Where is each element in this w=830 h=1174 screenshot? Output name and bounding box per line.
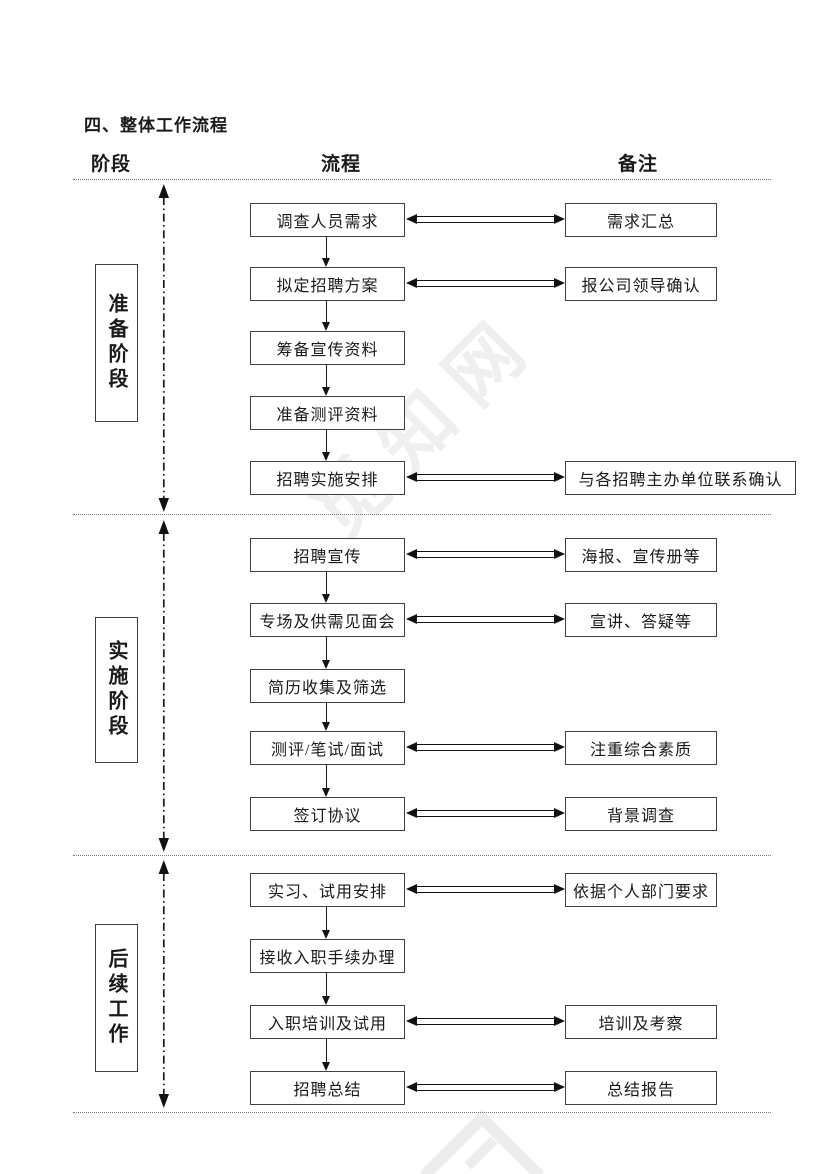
flow-down-arrow-icon — [321, 907, 330, 939]
flow-step: 筹备宣传资料 — [250, 331, 405, 365]
flow-down-arrow-icon — [321, 1039, 330, 1071]
flow-step: 签订协议 — [250, 797, 405, 831]
note-box: 宣讲、答疑等 — [565, 603, 717, 637]
note-box: 报公司领导确认 — [565, 267, 717, 301]
flow-down-arrow-icon — [321, 430, 330, 461]
flow-step: 招聘实施安排 — [250, 461, 405, 495]
stage-label-implementation: 实施阶段 — [95, 617, 138, 763]
flow-step: 招聘宣传 — [250, 538, 405, 572]
bidirectional-arrow-icon — [406, 549, 565, 559]
note-box: 培训及考察 — [565, 1005, 717, 1039]
flow-step: 测评/笔试/面试 — [250, 731, 405, 765]
section-divider — [73, 179, 771, 180]
flow-down-arrow-icon — [321, 572, 330, 603]
flow-down-arrow-icon — [321, 301, 330, 331]
flow-step: 专场及供需见面会 — [250, 603, 405, 637]
flow-down-arrow-icon — [321, 765, 330, 797]
flow-step: 简历收集及筛选 — [250, 669, 405, 703]
bidirectional-arrow-icon — [406, 214, 565, 224]
bidirectional-arrow-icon — [406, 1016, 565, 1026]
flow-step: 实习、试用安排 — [250, 873, 405, 907]
column-header-stage: 阶段 — [90, 154, 131, 175]
note-box: 依据个人部门要求 — [565, 873, 717, 907]
flow-down-arrow-icon — [321, 703, 330, 731]
stage-label-preparation: 准备阶段 — [95, 264, 138, 422]
bidirectional-arrow-icon — [406, 1082, 565, 1092]
bidirectional-arrow-icon — [406, 808, 565, 818]
flow-down-arrow-icon — [321, 365, 330, 396]
bidirectional-arrow-icon — [406, 278, 565, 288]
section-divider — [73, 514, 771, 515]
bidirectional-arrow-icon — [406, 472, 565, 482]
column-header-note: 备注 — [617, 154, 658, 175]
note-box: 海报、宣传册等 — [565, 538, 717, 572]
flow-down-arrow-icon — [321, 973, 330, 1005]
flow-step: 拟定招聘方案 — [250, 267, 405, 301]
bidirectional-arrow-icon — [406, 614, 565, 624]
note-box: 注重综合素质 — [565, 731, 717, 765]
flow-step: 招聘总结 — [250, 1071, 405, 1105]
flow-step: 接收入职手续办理 — [250, 939, 405, 973]
note-box: 需求汇总 — [565, 203, 717, 237]
flow-step: 调查人员需求 — [250, 203, 405, 237]
section-divider — [73, 1112, 771, 1113]
bidirectional-arrow-icon — [406, 884, 565, 894]
flow-down-arrow-icon — [321, 637, 330, 669]
section-divider — [73, 855, 771, 856]
note-box: 与各招聘主办单位联系确认 — [565, 461, 796, 495]
note-box: 总结报告 — [565, 1071, 717, 1105]
bidirectional-arrow-icon — [406, 742, 565, 752]
flow-down-arrow-icon — [321, 237, 330, 267]
note-box: 背景调查 — [565, 797, 717, 831]
flow-step: 准备测评资料 — [250, 396, 405, 430]
column-header-process: 流程 — [320, 154, 361, 175]
stage-label-followup: 后续工作 — [95, 924, 138, 1072]
page-title: 四、整体工作流程 — [84, 116, 228, 135]
flow-step: 入职培训及试用 — [250, 1005, 405, 1039]
